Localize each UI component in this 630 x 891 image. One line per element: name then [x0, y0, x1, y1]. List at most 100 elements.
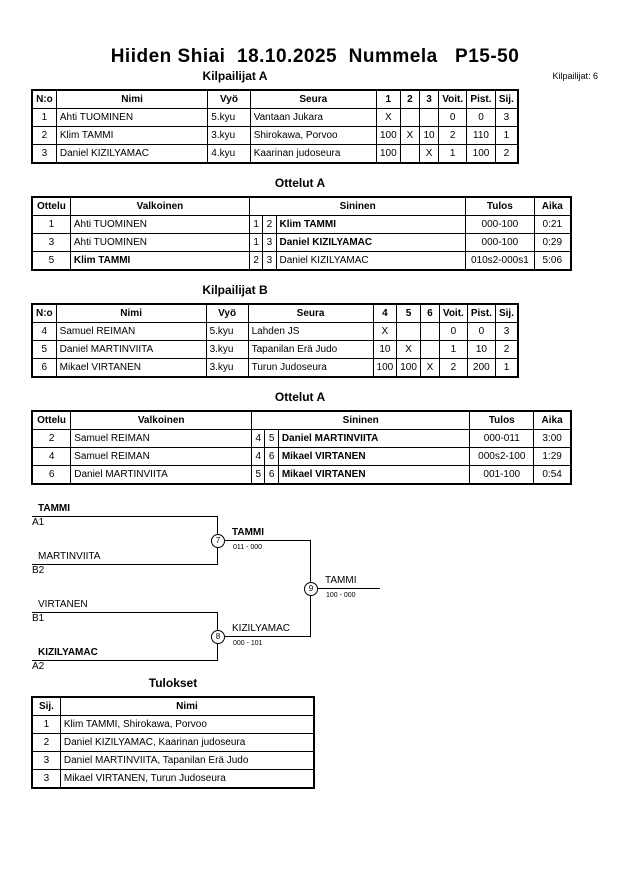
- pool-a-title: Kilpailijat A: [202, 69, 268, 83]
- bracket-m8-bottom-name: KIZILYAMAC: [38, 647, 98, 658]
- cell-club: Kaarinan judoseura: [249, 144, 377, 164]
- cell-name: Daniel MARTINVIITA, Tapanilan Erä Judo: [59, 751, 315, 770]
- bracket-m7-bottom-code: B2: [32, 565, 45, 576]
- pool-b-title: Kilpailijat B: [202, 283, 268, 297]
- cell-belt: 3.kyu: [207, 126, 251, 145]
- cell-time: 0:54: [533, 465, 572, 485]
- bracket-m7-winner: TAMMI: [232, 527, 265, 538]
- cell-place: 3: [31, 751, 61, 770]
- bracket-line: [32, 612, 218, 613]
- column-header: 6: [419, 303, 440, 323]
- cell-blue-number: 6: [264, 465, 279, 485]
- cell-time: 3:00: [533, 429, 572, 448]
- cell-points: 10: [466, 340, 496, 359]
- cell-result: 000-100: [465, 233, 535, 252]
- bracket-m8-winner: KIZILYAMAC: [232, 623, 290, 634]
- bracket-line: [32, 564, 218, 565]
- cell-club: Turun Judoseura: [247, 358, 374, 378]
- cell-r1: 100: [372, 358, 398, 378]
- cell-time: 1:29: [533, 447, 572, 466]
- cell-name: Klim TAMMI: [55, 126, 209, 145]
- cell-r1: 10: [372, 340, 398, 359]
- cell-blue-number: 3: [262, 251, 277, 271]
- bracket-line: [32, 516, 218, 517]
- results-title: Tulokset: [148, 676, 198, 690]
- cell-r3: 10: [418, 126, 440, 145]
- bracket-m7-score: 011 - 000: [233, 544, 263, 551]
- cell-no: 5: [31, 340, 57, 359]
- matches-b-title: Ottelut A: [274, 390, 326, 404]
- bracket-line: [310, 588, 380, 589]
- bracket-m7-top-name: TAMMI: [38, 503, 71, 514]
- cell-blue-number: 3: [262, 233, 277, 252]
- cell-club: Shirokawa, Porvoo: [249, 126, 377, 145]
- bracket-line: [217, 540, 311, 541]
- cell-white-number: 2: [249, 251, 264, 271]
- cell-blue-fighter: Daniel KIZILYAMAC: [275, 233, 467, 252]
- cell-r1: 100: [375, 126, 401, 145]
- cell-r3: X: [418, 144, 440, 164]
- cell-place: 1: [494, 126, 519, 145]
- cell-name: Klim TAMMI, Shirokawa, Porvoo: [59, 715, 315, 734]
- cell-match-number: 3: [31, 233, 71, 252]
- cell-place: 1: [494, 358, 519, 378]
- cell-points: 100: [466, 144, 496, 164]
- results-header-row: Sij.Nimi: [31, 696, 315, 716]
- bracket-line: [32, 660, 218, 661]
- bracket-line: [217, 636, 311, 637]
- cell-no: 3: [31, 144, 57, 164]
- bracket-m9-score: 100 - 000: [326, 592, 356, 599]
- matches-a-title: Ottelut A: [274, 176, 326, 190]
- cell-points: 110: [466, 126, 496, 145]
- cell-place: 2: [494, 340, 519, 359]
- cell-name: Daniel MARTINVIITA: [55, 340, 207, 359]
- cell-blue-number: 6: [264, 447, 279, 466]
- cell-name: Daniel KIZILYAMAC, Kaarinan judoseura: [59, 733, 315, 752]
- bracket-m7-top-code: A1: [32, 517, 45, 528]
- cell-wins: 1: [438, 340, 468, 359]
- cell-match-number: 5: [31, 251, 71, 271]
- cell-place: 2: [31, 733, 61, 752]
- cell-place: 2: [494, 144, 519, 164]
- cell-name: Mikael VIRTANEN, Turun Judoseura: [59, 769, 315, 789]
- cell-r3: X: [419, 358, 440, 378]
- bracket-m8-top-name: VIRTANEN: [38, 599, 88, 610]
- bracket-m7-bottom-name: MARTINVIITA: [38, 551, 101, 562]
- match-7-number: 7: [211, 534, 225, 548]
- cell-points: 200: [466, 358, 496, 378]
- cell-no: 2: [31, 126, 57, 145]
- cell-white-fighter: Klim TAMMI: [69, 251, 251, 271]
- cell-place: 3: [31, 769, 61, 789]
- column-header: Aika: [533, 196, 572, 216]
- cell-result: 010s2-000s1: [465, 251, 535, 271]
- column-header: Sij.: [494, 89, 519, 109]
- bracket-m9-winner: TAMMI: [325, 575, 357, 586]
- competitors-count: Kilpailijat: 6: [552, 71, 598, 81]
- cell-match-number: 4: [31, 447, 72, 466]
- column-header: Sij.: [31, 696, 61, 716]
- column-header: Nimi: [59, 696, 315, 716]
- page-title: Hiiden Shiai 18.10.2025 Nummela P15-50: [110, 46, 520, 67]
- match-8-number: 8: [211, 630, 225, 644]
- match-9-number: 9: [304, 582, 318, 596]
- cell-club: Tapanilan Erä Judo: [247, 340, 374, 359]
- cell-belt: 4.kyu: [207, 144, 251, 164]
- cell-belt: 3.kyu: [205, 358, 249, 378]
- bracket-m8-score: 000 - 101: [233, 640, 263, 647]
- cell-r2: X: [396, 340, 421, 359]
- cell-result: 001-100: [469, 465, 535, 485]
